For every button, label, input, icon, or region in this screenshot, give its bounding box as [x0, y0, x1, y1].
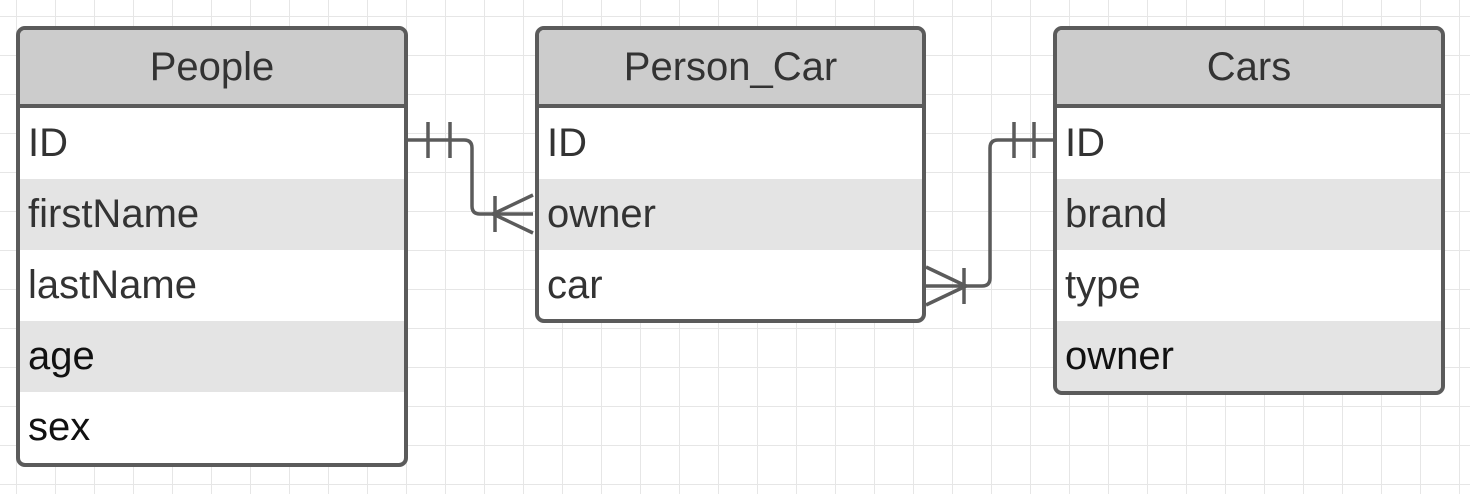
field-owner[interactable]: owner: [539, 179, 922, 250]
many-crowfoot-upper: [492, 193, 534, 216]
connector-line: [926, 138, 1053, 288]
field-sex[interactable]: sex: [28, 405, 91, 449]
entity-person-car[interactable]: Person_Car ID owner car: [535, 26, 926, 323]
field-lastname[interactable]: lastName: [28, 263, 197, 307]
field-type[interactable]: type: [1065, 263, 1141, 307]
many-crowfoot-lower: [925, 284, 967, 307]
relationship-cars-person-car[interactable]: [925, 122, 1053, 307]
field-owner[interactable]: owner: [1057, 321, 1441, 391]
field-age[interactable]: age: [20, 321, 404, 392]
many-crowfoot-lower: [492, 212, 534, 235]
field-firstname[interactable]: firstName: [20, 179, 404, 250]
relationship-people-person-car[interactable]: [408, 122, 534, 235]
field-id[interactable]: ID: [547, 121, 587, 165]
field-car[interactable]: car: [547, 263, 603, 307]
entity-title: Person_Car: [539, 30, 922, 108]
entity-people[interactable]: People ID firstName lastName age sex: [16, 26, 408, 467]
many-crowfoot-upper: [925, 265, 967, 288]
field-brand[interactable]: brand: [1057, 179, 1441, 250]
entity-title: Cars: [1057, 30, 1441, 108]
field-id[interactable]: ID: [28, 121, 68, 165]
entity-title: People: [20, 30, 404, 108]
connector-line: [408, 138, 533, 216]
entity-cars[interactable]: Cars ID brand type owner: [1053, 26, 1445, 395]
field-id[interactable]: ID: [1065, 121, 1105, 165]
